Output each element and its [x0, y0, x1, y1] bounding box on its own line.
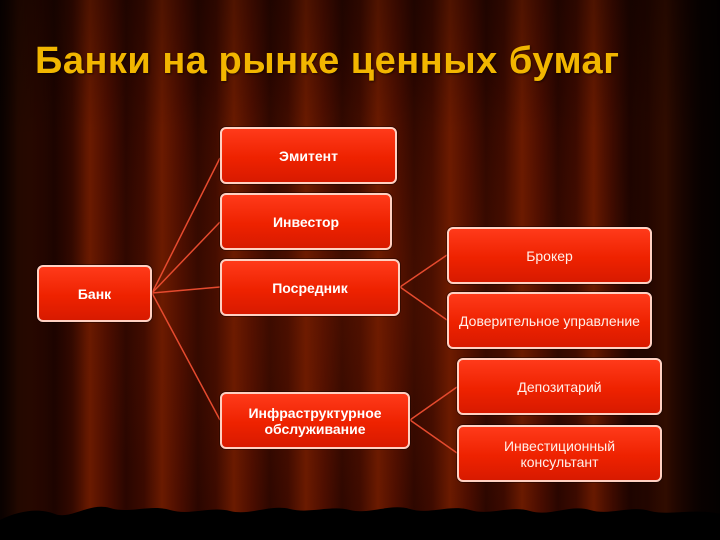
investor-node-label: Инвестор	[272, 213, 340, 230]
depository-node: Депозитарий	[457, 358, 662, 415]
bank-node-label: Банк	[77, 285, 112, 302]
connector-intermediary-trust	[399, 286, 448, 321]
investment-consultant-node-label: Инвестиционный консультант	[503, 437, 616, 470]
broker-node-label: Брокер	[526, 247, 573, 264]
connector-bank-investor	[151, 221, 221, 294]
connector-infra-consultant	[409, 419, 458, 454]
slide-title: Банки на рынке ценных бумаг	[35, 40, 620, 82]
connector-bank-issuer	[151, 157, 221, 294]
bank-node: Банк	[37, 265, 152, 322]
investor-node: Инвестор	[220, 193, 392, 250]
trust-management-node-label: Доверительное управление	[459, 312, 640, 329]
issuer-node: Эмитент	[220, 127, 397, 184]
infrastructure-node: Инфраструктурное обслуживание	[220, 392, 410, 449]
infrastructure-node-label: Инфраструктурное обслуживание	[248, 404, 382, 437]
broker-node: Брокер	[447, 227, 652, 284]
trust-management-node: Доверительное управление	[447, 292, 652, 349]
intermediary-node-label: Посредник	[272, 279, 348, 296]
connector-bank-intermediary	[151, 286, 221, 294]
connector-bank-infrastructure	[151, 292, 221, 421]
intermediary-node: Посредник	[220, 259, 400, 316]
stage-floor	[0, 506, 720, 540]
investment-consultant-node: Инвестиционный консультант	[457, 425, 662, 482]
depository-node-label: Депозитарий	[517, 378, 602, 395]
connector-intermediary-broker	[399, 254, 448, 288]
connector-infra-depository	[409, 386, 458, 421]
issuer-node-label: Эмитент	[279, 147, 338, 164]
